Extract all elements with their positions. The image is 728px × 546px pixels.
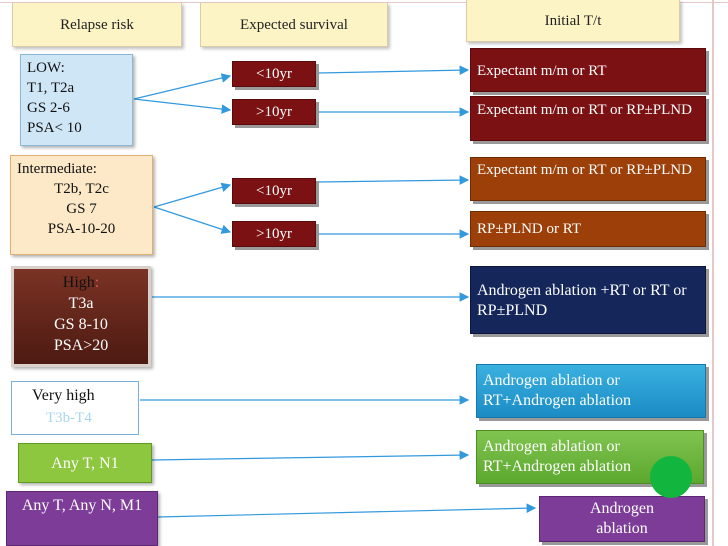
survival-int-lt10: <10yr [232, 178, 316, 204]
risk-intermediate-box: Intermediate: T2b, T2c GS 7 PSA-10-20 [10, 155, 153, 255]
header-relapse-risk: Relapse risk [12, 3, 182, 47]
risk-high-line-1: High: [20, 272, 142, 293]
risk-very-high-line-1: Very high [32, 387, 95, 404]
risk-very-high-line-2: T3b-T4 [46, 410, 92, 426]
risk-int-line-4: PSA-10-20 [47, 221, 116, 237]
slide-border-right [712, 0, 714, 546]
treatment-rp-plnd-or-rt: RP±PLND or RT [470, 211, 706, 247]
header-initial-tt: Initial T/t [466, 0, 680, 42]
risk-low-box: LOW: T1, T2a GS 2-6 PSA< 10 [20, 54, 133, 146]
arrow-m1-to-t8 [157, 503, 537, 518]
risk-high-box: High: T3a GS 8-10 PSA>20 [11, 266, 151, 367]
risk-high-line-3: GS 8-10 [54, 316, 108, 333]
risk-high-colon: : [94, 274, 100, 291]
header-expected-survival: Expected survival [200, 3, 388, 47]
risk-int-line-3: GS 7 [66, 201, 97, 217]
treatment-androgen-rt-or-rp: Androgen ablation +RT or RT or RP±PLND [470, 266, 706, 334]
risk-low-line-4: PSA< 10 [27, 120, 82, 136]
arrow-int-to-gt10 [153, 206, 232, 234]
survival-int-gt10: >10yr [232, 221, 316, 247]
treatment-androgen-ablation: Androgen ablation [539, 496, 705, 542]
arrow-int-lt10-to-t3 [317, 175, 470, 185]
arrow-int-to-lt10 [153, 182, 232, 208]
treatment-expectant-rt-rp-1: Expectant m/m or RT or RP±PLND [470, 96, 706, 141]
risk-high-line-2: T3a [68, 295, 94, 312]
risk-low-line-3: GS 2-6 [27, 100, 70, 116]
risk-high-title: High [62, 274, 95, 291]
treatment-expectant-or-rt-1: Expectant m/m or RT [470, 48, 706, 92]
slide-border-top [0, 2, 728, 3]
risk-high-line-4: PSA>20 [53, 337, 109, 354]
risk-low-line-2: T1, T2a [27, 80, 75, 96]
risk-int-line-2: T2b, T2c [54, 181, 109, 197]
risk-any-t-n1-box: Any T, N1 [18, 443, 152, 483]
arrow-low-lt10-to-t1 [317, 65, 470, 75]
decorative-circle [650, 456, 692, 498]
risk-low-line-1: LOW: [27, 60, 65, 76]
risk-int-line-1: Intermediate: [17, 161, 97, 177]
arrow-low-to-gt10 [133, 98, 232, 114]
risk-very-high-box: Very high T3b-T4 [11, 381, 139, 435]
survival-low-gt10: >10yr [232, 99, 316, 125]
arrow-low-to-lt10 [133, 73, 232, 100]
arrow-n1-to-t7 [151, 450, 470, 461]
risk-any-t-any-n-m1-box: Any T, Any N, M1 [6, 491, 158, 546]
treatment-androgen-or-rt-androgen-1: Androgen ablation or RT+Androgen ablatio… [476, 364, 706, 418]
treatment-expectant-rt-rp-2: Expectant m/m or RT or RP±PLND [470, 157, 706, 201]
survival-low-lt10: <10yr [232, 61, 316, 87]
